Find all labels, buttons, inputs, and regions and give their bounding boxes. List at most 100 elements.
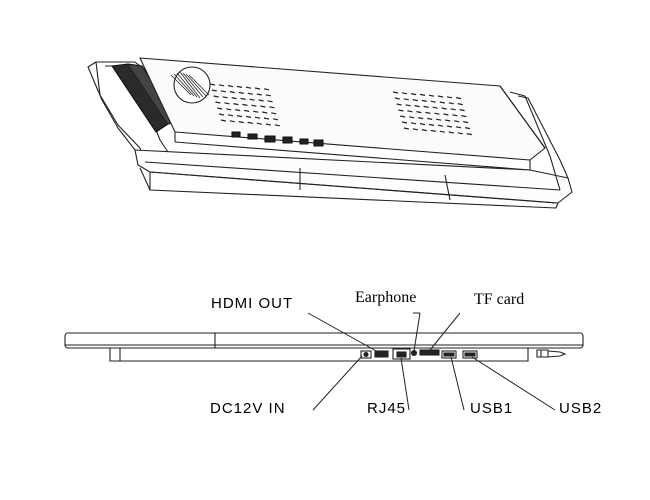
vent-slot	[263, 88, 270, 91]
vent-slot	[439, 101, 445, 104]
vent-slot	[269, 106, 275, 109]
earphone-port	[410, 349, 418, 357]
tf-card-slot	[419, 349, 440, 356]
vent-slot	[265, 123, 271, 126]
hdmi-out-label: HDMI OUT	[211, 295, 293, 312]
fan-grille-line	[173, 73, 195, 97]
vent-slot	[448, 102, 454, 105]
vent-slot	[439, 130, 445, 133]
earphone-label: Earphone	[355, 289, 416, 306]
vent-slot	[403, 127, 409, 130]
vent-slot	[448, 131, 454, 134]
vent-slot	[419, 93, 426, 96]
vent-slot	[247, 121, 253, 124]
vent-slot	[455, 126, 462, 129]
vent-slot	[412, 128, 418, 131]
vent-slot	[416, 111, 422, 114]
vent-slot	[430, 100, 436, 103]
fan-grille-line	[185, 73, 207, 97]
vent-slot	[238, 91, 244, 94]
vent-slot	[423, 105, 429, 108]
vent-slot	[464, 127, 471, 130]
vent-slot	[218, 84, 225, 87]
vent-slot	[401, 121, 408, 124]
vent-slot	[414, 105, 420, 108]
vent-slot	[265, 94, 271, 97]
vent-slot	[235, 109, 241, 112]
vent-slot	[227, 85, 234, 88]
vent-slot	[254, 116, 261, 119]
vent-slot	[256, 122, 262, 125]
fan-grille-line	[170, 74, 192, 96]
rj45-label: RJ45	[367, 400, 406, 417]
hdmi-port	[374, 350, 389, 358]
vent-slot	[215, 101, 221, 104]
vent-slot	[410, 93, 417, 96]
vent-slot	[251, 104, 257, 107]
vent-slot	[437, 124, 444, 127]
leader-lines	[307, 312, 556, 411]
vent-slot	[240, 97, 246, 100]
vent-slot	[403, 98, 409, 101]
vent-slot	[245, 115, 252, 118]
vent-slot	[463, 121, 469, 124]
vent-slot	[398, 109, 404, 112]
vent-slot	[271, 112, 277, 115]
vent-slot	[425, 111, 431, 114]
vent-slot	[256, 93, 262, 96]
fan-grille-line	[176, 72, 198, 98]
vent-slot	[410, 122, 417, 125]
vent-slot	[394, 97, 400, 100]
vent-slot	[455, 97, 462, 100]
vent-slot	[262, 111, 268, 114]
vent-slot	[236, 85, 243, 88]
vent-slot	[245, 86, 252, 89]
vent-slot	[236, 115, 243, 118]
vent-slot	[396, 103, 402, 106]
vent-slot	[231, 97, 237, 100]
vent-slot	[421, 99, 427, 102]
vent-slot	[450, 108, 456, 111]
fan-grille-line	[179, 71, 201, 99]
vent-slot	[238, 121, 244, 124]
vent-slot	[220, 90, 226, 93]
vent-slot	[459, 109, 465, 112]
fan-grille-line	[188, 74, 210, 96]
vent-slot	[443, 113, 449, 116]
vent-slot	[233, 103, 239, 106]
vent-slot	[209, 83, 216, 86]
vent-slot	[217, 107, 223, 110]
monitor-rear-perspective-drawing	[87, 57, 573, 209]
vent-slot	[249, 98, 255, 101]
vent-slot	[258, 99, 264, 102]
vent-slot	[253, 110, 259, 113]
vent-slot	[260, 105, 266, 108]
vent-slot	[222, 96, 228, 99]
vent-slot	[401, 92, 408, 95]
vent-slot	[226, 108, 232, 111]
vent-slot	[432, 106, 438, 109]
vent-slot	[392, 91, 399, 94]
vent-slot	[211, 89, 217, 92]
vent-slot	[430, 129, 436, 132]
vent-slot	[466, 133, 472, 136]
vent-slot	[218, 113, 225, 116]
vent-slot	[263, 117, 270, 120]
vent-slot	[409, 116, 415, 119]
vent-slot	[405, 104, 411, 107]
vent-slot	[418, 117, 424, 120]
vent-slot	[434, 112, 440, 115]
vent-slot	[267, 100, 273, 103]
vent-slot	[461, 115, 467, 118]
vent-slot	[446, 96, 453, 99]
usb1-label: USB1	[470, 400, 513, 417]
vent-slot	[229, 91, 235, 94]
tf-card-label: TF card	[474, 291, 524, 308]
vent-slots	[170, 71, 472, 136]
vent-slot	[428, 94, 435, 97]
vent-slot	[427, 117, 433, 120]
fan-grille-line	[182, 72, 204, 98]
vent-slot	[272, 118, 279, 121]
vent-slot	[407, 110, 413, 113]
